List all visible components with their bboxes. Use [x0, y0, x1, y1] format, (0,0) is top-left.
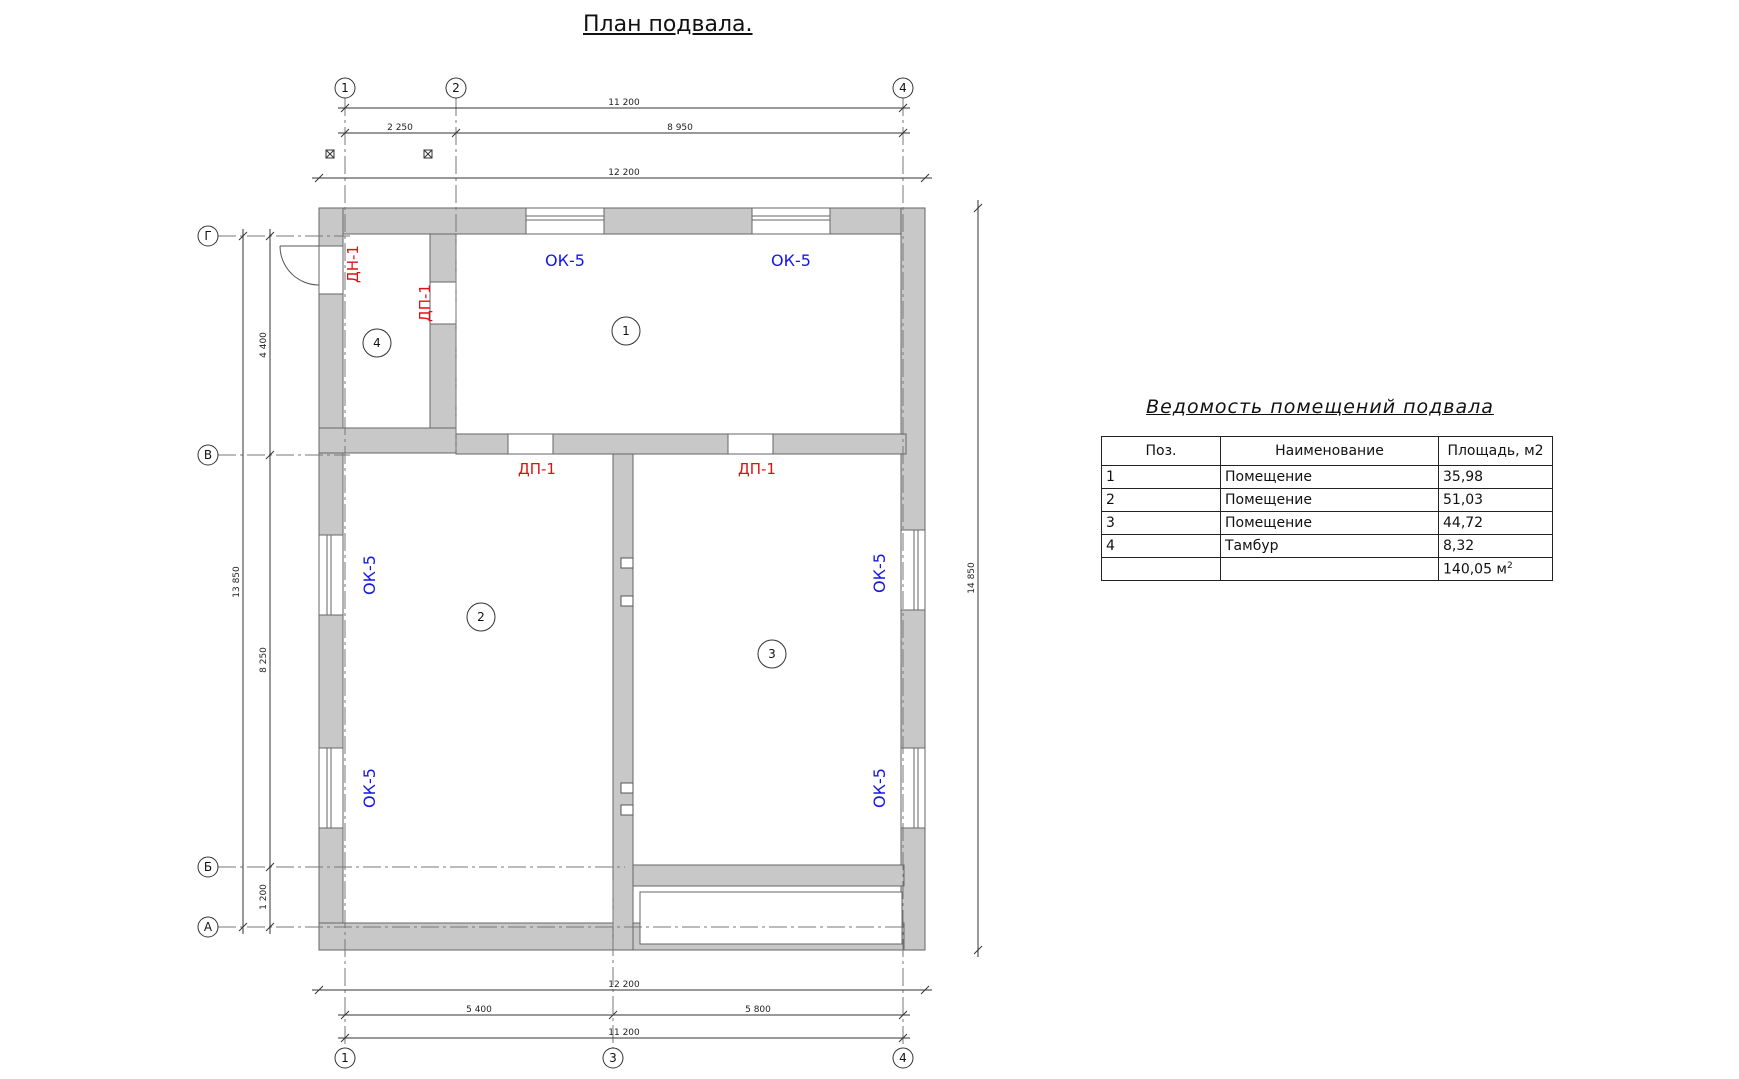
dim-bottom-seg-2: 5 800 — [745, 1005, 771, 1015]
window-label-right-upper: ОК-5 — [870, 553, 889, 593]
cell-name: Помещение — [1220, 488, 1439, 512]
window-opening-top-left — [525, 207, 605, 235]
top-wall — [318, 207, 922, 235]
axis-label-row-v: В — [204, 448, 212, 462]
table-header-row: Поз. Наименование Площадь, м2 — [1101, 436, 1553, 466]
room-number-2: 2 — [477, 610, 485, 624]
cell-area: 51,03 — [1438, 488, 1553, 512]
header-name: Наименование — [1220, 436, 1439, 466]
axis-label-row-b: Б — [204, 860, 212, 874]
axis-label-row-a: А — [204, 920, 213, 934]
room-number-4: 4 — [373, 336, 381, 350]
dim-bottom-overall: 11 200 — [608, 1028, 640, 1038]
cell-name: Помещение — [1220, 511, 1439, 535]
window-opening-top-right — [751, 207, 831, 235]
lower-partition-wall — [632, 864, 905, 887]
partition-wall — [612, 453, 634, 951]
table-row: 4 Тамбур 8,32 — [1101, 534, 1553, 558]
window-opening-right-upper — [900, 529, 926, 611]
dim-left-seg-1: 4 400 — [259, 332, 269, 358]
cell-area: 35,98 — [1438, 465, 1553, 489]
pit-box — [639, 891, 903, 945]
dim-top-seg-1: 2 250 — [387, 123, 413, 133]
door-label-room2: ДП-1 — [518, 460, 556, 478]
dim-top-walls: 12 200 — [608, 168, 640, 178]
cell-pos: 3 — [1101, 511, 1221, 535]
middle-wall — [455, 433, 907, 455]
cell-empty — [1220, 557, 1439, 581]
dim-left-overall: 13 850 — [232, 566, 242, 598]
floor-plan: 1 2 4 1 3 4 Г В Б А 11 20 — [197, 77, 983, 1069]
room-number-1: 1 — [622, 324, 630, 338]
room-schedule-table: Поз. Наименование Площадь, м2 1 Помещени… — [1101, 436, 1553, 581]
door-opening-room3 — [727, 433, 774, 455]
door-opening-exterior — [318, 245, 344, 295]
cell-empty — [1101, 557, 1221, 581]
door-label-tambour: ДП-1 — [416, 284, 434, 322]
dim-top-seg-2: 8 950 — [667, 123, 693, 133]
table-total-row: 140,05 м2 — [1101, 557, 1553, 581]
table-row: 3 Помещение 44,72 — [1101, 511, 1553, 535]
axis-label-row-g: Г — [204, 229, 211, 243]
door-label-room3: ДП-1 — [738, 460, 776, 478]
cell-name: Тамбур — [1220, 534, 1439, 558]
cell-pos: 2 — [1101, 488, 1221, 512]
window-label-top-right: ОК-5 — [771, 251, 811, 270]
cell-name: Помещение — [1220, 465, 1439, 489]
door-label-exterior: ДН-1 — [344, 245, 362, 283]
door-opening-room2 — [507, 433, 554, 455]
window-label-left-upper: ОК-5 — [360, 555, 379, 595]
window-label-left-lower: ОК-5 — [360, 768, 379, 808]
room-number-3: 3 — [768, 647, 776, 661]
header-area: Площадь, м2 — [1438, 436, 1553, 466]
axis-label-col-4-top: 4 — [899, 81, 907, 95]
cell-pos: 1 — [1101, 465, 1221, 489]
axis-label-col-4-bottom: 4 — [899, 1051, 907, 1065]
window-opening-right-lower — [900, 747, 926, 829]
window-label-top-left: ОК-5 — [545, 251, 585, 270]
axis-label-col-2-top: 2 — [452, 81, 460, 95]
axis-label-col-1-bottom: 1 — [341, 1051, 349, 1065]
total-area-unit-power: 2 — [1507, 560, 1513, 571]
dim-bottom-seg-1: 5 400 — [466, 1005, 492, 1015]
table-row: 2 Помещение 51,03 — [1101, 488, 1553, 512]
cell-area: 8,32 — [1438, 534, 1553, 558]
dim-right-overall: 14 850 — [967, 562, 977, 594]
table-row: 1 Помещение 35,98 — [1101, 465, 1553, 489]
dim-bottom-walls: 12 200 — [608, 980, 640, 990]
axis-label-col-1-top: 1 — [341, 81, 349, 95]
cell-total-area: 140,05 м2 — [1438, 557, 1553, 581]
total-area-value: 140,05 м — [1443, 561, 1507, 578]
schedule-title: Ведомость помещений подвала — [1146, 396, 1494, 418]
exterior-door-swing — [279, 245, 320, 286]
tambour-bottom-wall — [318, 427, 457, 454]
header-pos: Поз. — [1101, 436, 1221, 466]
cell-pos: 4 — [1101, 534, 1221, 558]
dim-left-seg-2: 8 250 — [259, 647, 269, 673]
axis-label-col-3-bottom: 3 — [609, 1051, 617, 1065]
window-label-right-lower: ОК-5 — [870, 768, 889, 808]
door-opening-tambour — [429, 281, 457, 325]
dim-top-overall: 11 200 — [608, 98, 640, 108]
cell-area: 44,72 — [1438, 511, 1553, 535]
drawing-title: План подвала. — [583, 12, 753, 37]
dim-left-seg-3: 1 200 — [259, 884, 269, 910]
tambour-inner-wall — [429, 233, 457, 431]
